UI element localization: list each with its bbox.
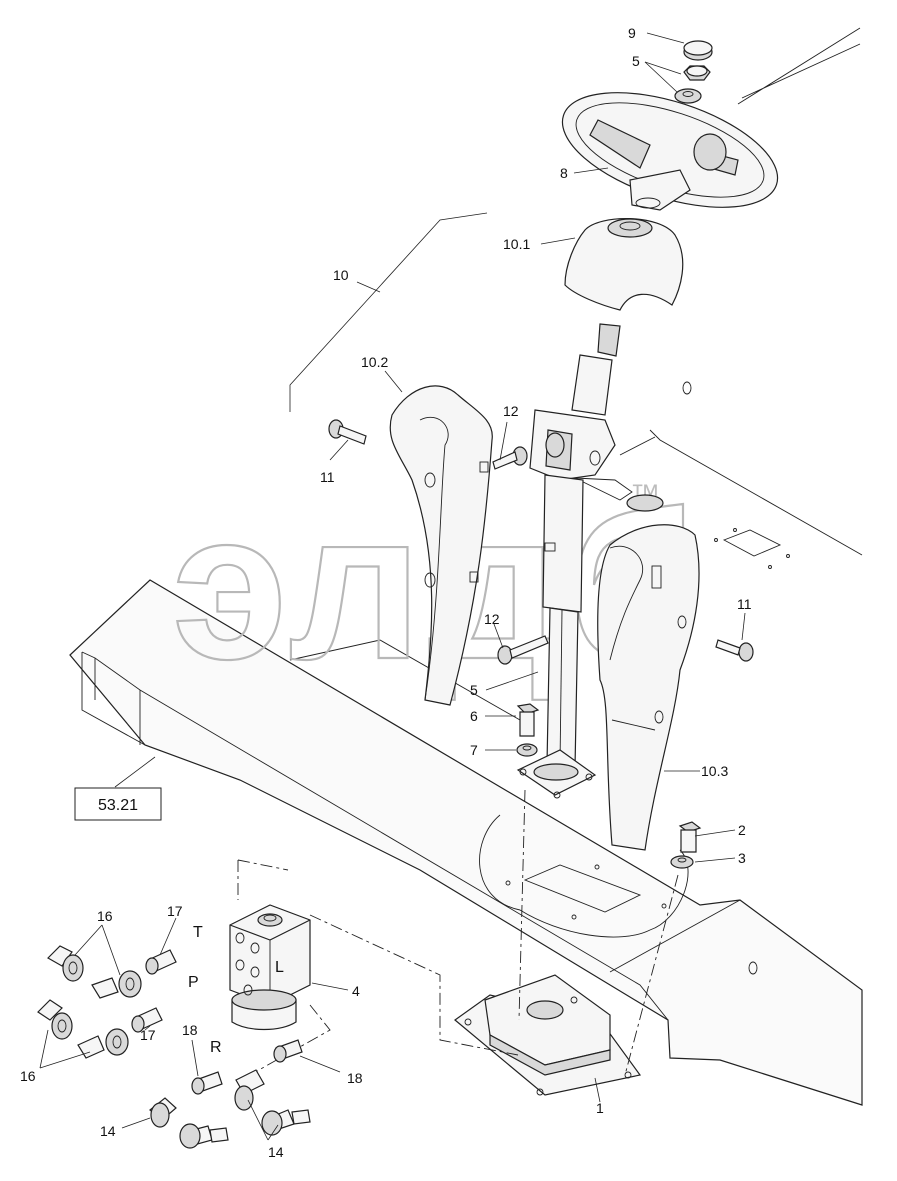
screw-11-right <box>715 639 754 662</box>
callout-6: 6 <box>470 708 478 724</box>
fitting-14-d <box>261 1109 311 1136</box>
bolt-2 <box>678 821 702 853</box>
callout-12-top: 12 <box>503 403 519 419</box>
callout-5-top: 5 <box>632 53 640 69</box>
washer-3 <box>670 855 694 869</box>
floor-cutout <box>479 814 689 938</box>
callout-5-mid: 5 <box>470 682 478 698</box>
port-letter-r: R <box>210 1039 222 1056</box>
callout-18-right: 18 <box>347 1070 363 1086</box>
callout-14-left: 14 <box>100 1123 116 1139</box>
body-panel <box>619 27 863 556</box>
callout-12-mid: 12 <box>484 611 500 627</box>
side-panel-10-2 <box>389 385 493 706</box>
washer-7 <box>516 743 538 757</box>
screw-11-left <box>328 419 367 445</box>
callout-7: 7 <box>470 742 478 758</box>
fitting-16-b <box>91 970 142 999</box>
fitting-18-a <box>191 1071 223 1095</box>
port-letters: T P L R <box>188 924 284 1056</box>
fitting-18-b <box>273 1039 303 1063</box>
fitting-14-c <box>234 1069 265 1111</box>
steering-nut-5 <box>683 65 711 81</box>
fitting-17-b <box>131 1007 163 1033</box>
side-panel-10-3 <box>597 524 700 851</box>
port-letter-p: P <box>188 974 199 991</box>
reference-box[interactable]: 53.21 <box>74 787 162 821</box>
fitting-16-d <box>77 1028 129 1059</box>
steering-cap-9 <box>683 40 713 61</box>
steering-wheel-8 <box>561 92 779 211</box>
callout-16-top: 16 <box>97 908 113 924</box>
reference-box-label: 53.21 <box>98 797 138 814</box>
callout-11-right: 11 <box>737 596 752 612</box>
fitting-14-a <box>149 1097 177 1128</box>
callout-labels: 9 5 8 10.1 10 10.2 11 12 12 11 5 6 7 10.… <box>20 25 752 1160</box>
base-plate-1 <box>454 974 642 1096</box>
callout-3: 3 <box>738 850 746 866</box>
callout-10-2: 10.2 <box>361 354 388 370</box>
bolt-6 <box>516 703 540 737</box>
fitting-16-a <box>47 945 84 982</box>
dashboard-slot <box>714 528 790 569</box>
callout-4: 4 <box>352 983 360 999</box>
callout-14-bottom: 14 <box>268 1144 284 1160</box>
callout-17-top: 17 <box>167 903 183 919</box>
callout-2: 2 <box>738 822 746 838</box>
callout-16-bottom: 16 <box>20 1068 36 1084</box>
port-letter-l: L <box>275 959 284 976</box>
fitting-14-b <box>179 1123 229 1149</box>
callout-18-left: 18 <box>182 1022 198 1038</box>
screw-12-top <box>492 446 528 470</box>
fitting-17-a <box>145 949 177 975</box>
callout-10-3: 10.3 <box>701 763 728 779</box>
callout-11-left: 11 <box>320 469 335 485</box>
steering-washer <box>674 88 702 104</box>
steering-valve-4 <box>229 904 311 1031</box>
leader-lines <box>39 32 746 1141</box>
callout-9: 9 <box>628 25 636 41</box>
callout-17-bottom: 17 <box>140 1027 156 1043</box>
steering-column-5 <box>516 323 664 799</box>
callout-8: 8 <box>560 165 568 181</box>
deck-panel <box>69 381 863 1106</box>
screw-12-mid <box>497 635 549 665</box>
column-cover-10-1 <box>564 217 684 311</box>
callout-10: 10 <box>333 267 349 283</box>
fitting-16-c <box>37 999 73 1040</box>
callout-1: 1 <box>596 1100 604 1116</box>
callout-10-1: 10.1 <box>503 236 530 252</box>
port-letter-t: T <box>193 924 203 941</box>
